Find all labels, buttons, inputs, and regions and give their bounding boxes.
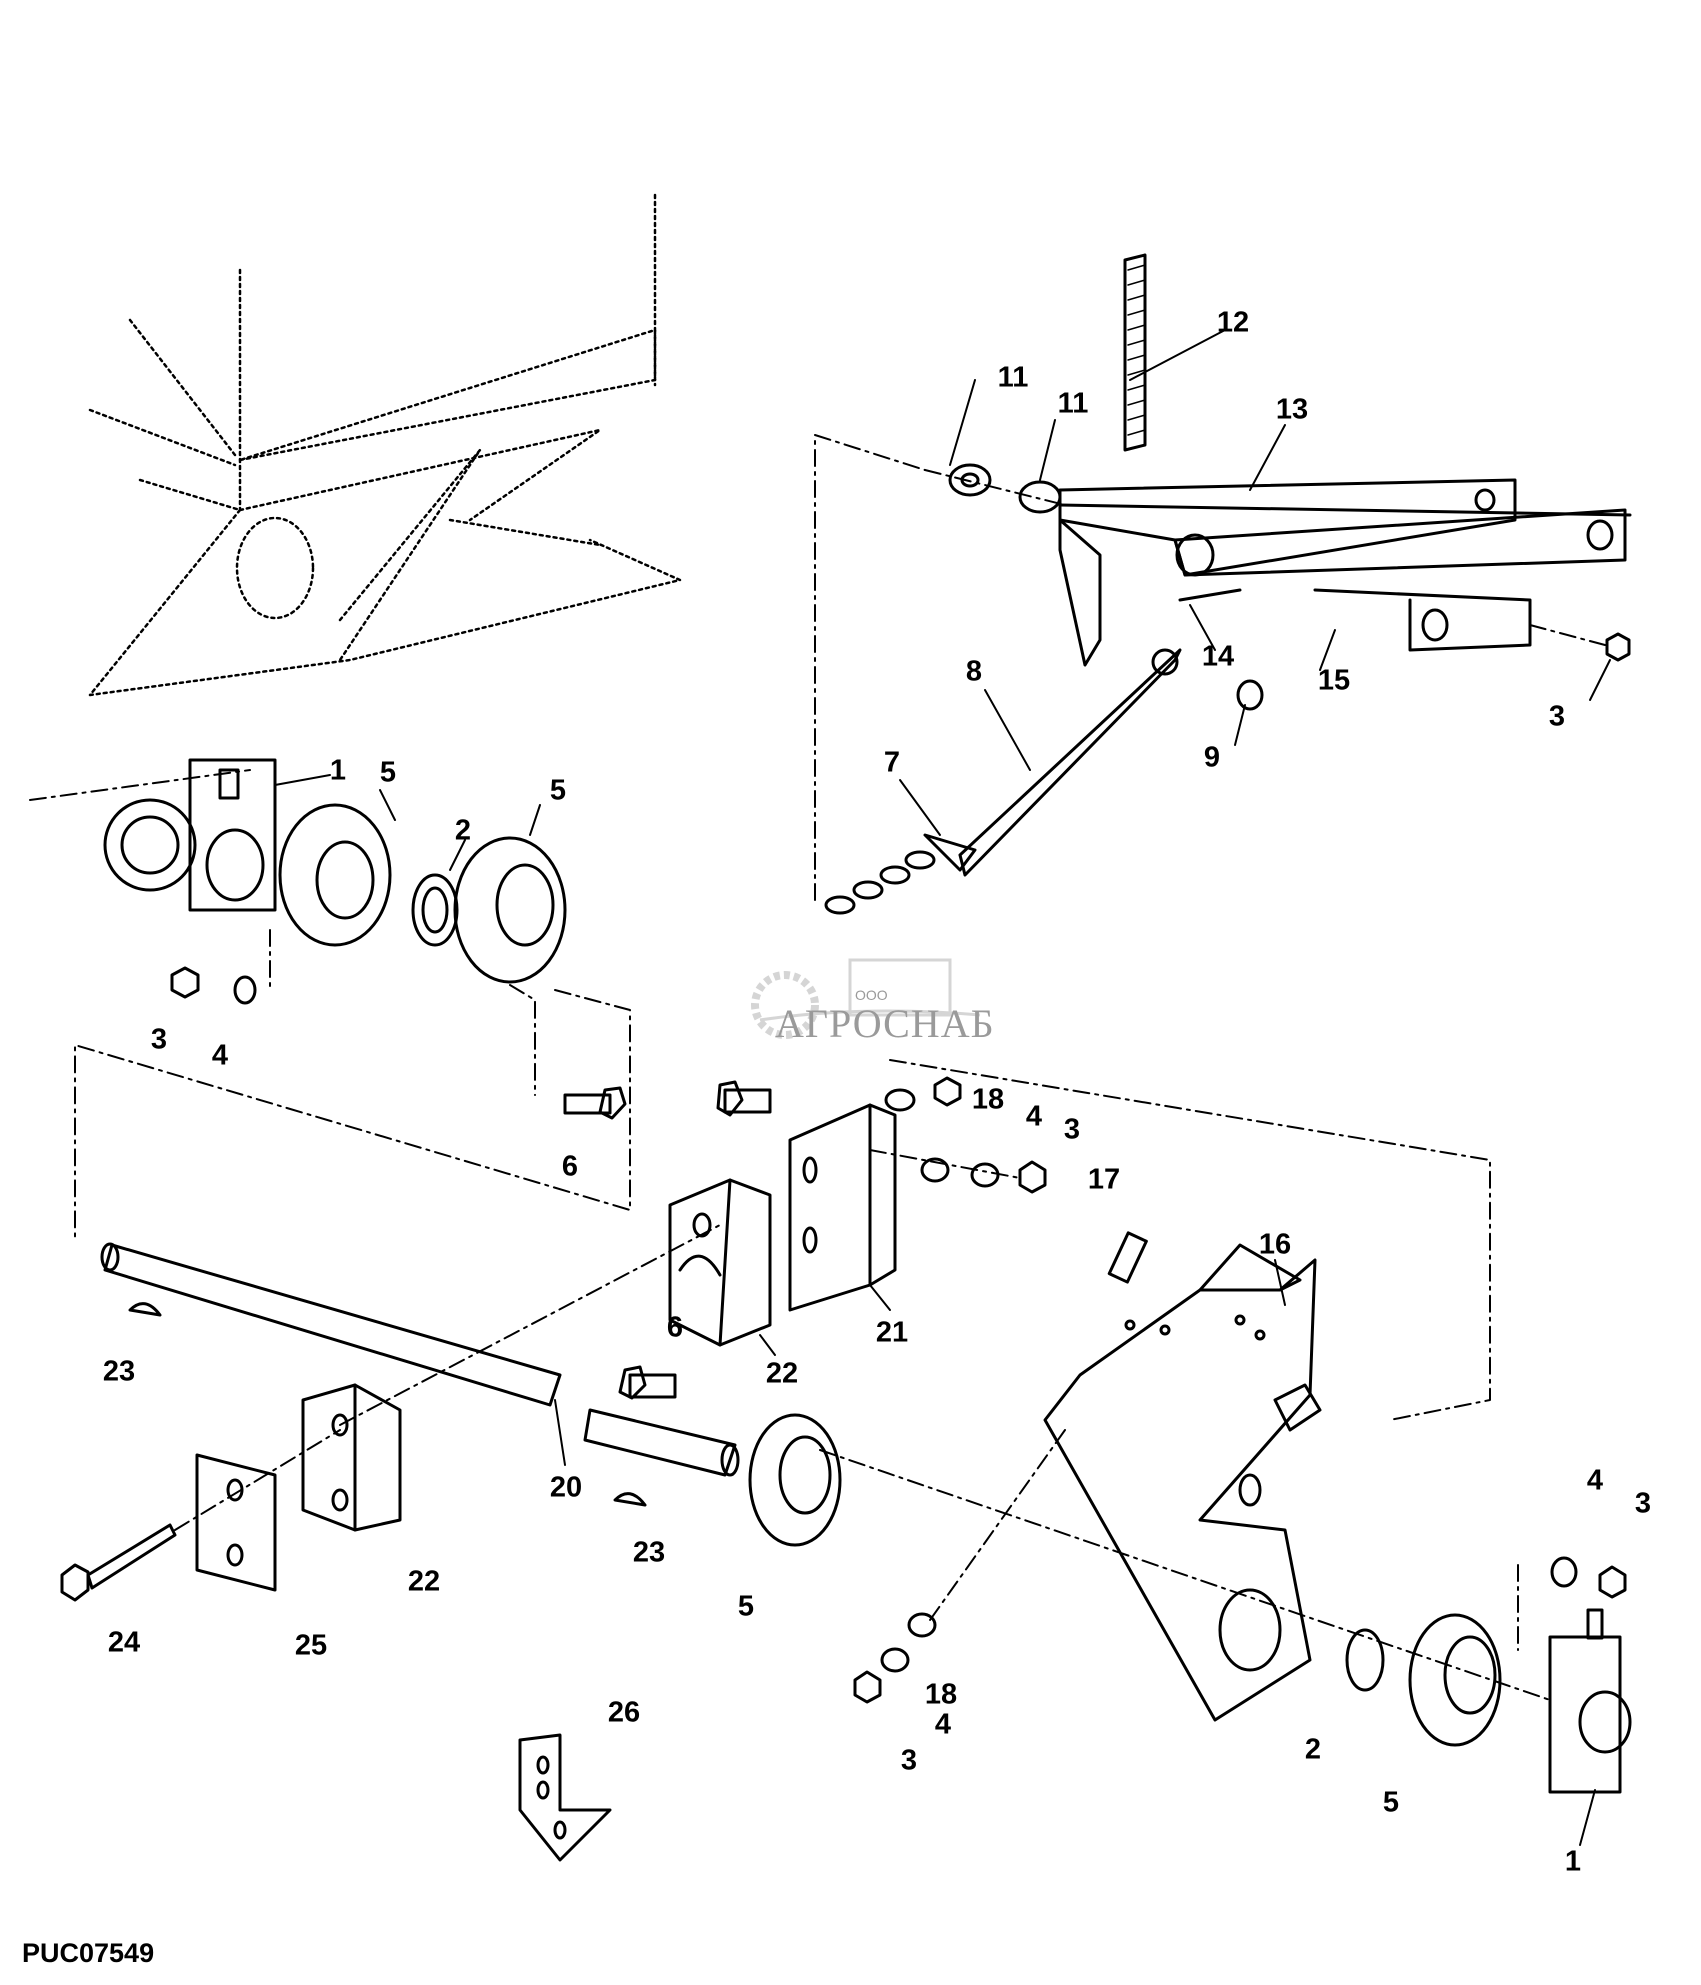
callout-4: 4 (1025, 1100, 1043, 1133)
washer-18a (920, 1157, 950, 1183)
callout-3: 3 (150, 1023, 168, 1056)
bolt-top (723, 1088, 772, 1114)
flange-5b (453, 836, 567, 984)
washer-4c (1550, 1556, 1578, 1588)
nut-3c (1018, 1160, 1047, 1194)
bolt-6a (563, 1093, 612, 1115)
callout-13: 13 (1275, 393, 1309, 426)
callout-4: 4 (934, 1708, 952, 1741)
lever-down (1058, 518, 1102, 667)
cap-screw-shaft (86, 1523, 177, 1590)
watermark-logo (740, 945, 1000, 1065)
callout-12: 12 (1216, 306, 1250, 339)
callout-6: 6 (561, 1150, 579, 1183)
key-23a (128, 1302, 162, 1317)
block-22b (301, 1383, 402, 1532)
chain-hook (923, 833, 977, 872)
callout-4: 4 (211, 1039, 229, 1072)
nut-3a (170, 966, 200, 999)
callout-15: 15 (1317, 664, 1351, 697)
callout-2: 2 (1304, 1733, 1322, 1766)
watermark-prefix: ООО (855, 987, 888, 1003)
spring (1123, 253, 1147, 452)
flange-5d (1408, 1613, 1502, 1747)
callout-5: 5 (549, 774, 567, 807)
figure-code: PUC07549 (22, 1938, 155, 1968)
callout-3: 3 (900, 1744, 918, 1777)
washer-9 (1236, 679, 1264, 711)
callout-16: 16 (1258, 1228, 1292, 1261)
callout-2: 2 (454, 814, 472, 847)
callout-18: 18 (971, 1083, 1005, 1116)
bolt-6b (628, 1373, 677, 1399)
flange-5a (278, 803, 392, 947)
callout-8: 8 (965, 655, 983, 688)
callout-20: 20 (549, 1471, 583, 1504)
plate-25 (195, 1453, 277, 1592)
callout-24: 24 (107, 1626, 141, 1659)
callout-5: 5 (1382, 1786, 1400, 1819)
washer-4a (233, 975, 257, 1005)
upper-left-assembly (29, 758, 631, 1241)
callout-11: 11 (1057, 387, 1089, 420)
callout-5: 5 (379, 756, 397, 789)
callout-1: 1 (1564, 1845, 1582, 1878)
callout-25: 25 (294, 1629, 328, 1662)
bearing-2a (411, 873, 459, 947)
washer-18b (907, 1612, 937, 1638)
callout-21: 21 (875, 1316, 909, 1349)
callout-26: 26 (607, 1696, 641, 1729)
link-8 (958, 648, 1182, 877)
nut-3b (1605, 632, 1631, 662)
leader-lines (274, 329, 1611, 1846)
callout-18: 18 (924, 1678, 958, 1711)
callout-23: 23 (632, 1536, 666, 1569)
nut-3d (1598, 1565, 1627, 1599)
callout-3: 3 (1063, 1113, 1081, 1146)
collar-box-b (1548, 1635, 1622, 1794)
callout-6: 6 (666, 1311, 684, 1344)
key-23b (613, 1492, 647, 1507)
nut-top (933, 1076, 962, 1107)
callout-3: 3 (1548, 700, 1566, 733)
sprocket (103, 798, 197, 892)
lower-right-assembly (819, 1243, 1632, 1794)
upper-right-assembly (814, 253, 1632, 915)
bracket-26 (518, 1733, 612, 1862)
washer-4d (880, 1647, 910, 1673)
callout-14: 14 (1201, 640, 1235, 673)
shaft-20 (103, 1243, 562, 1407)
washer-11b (1018, 480, 1062, 514)
callout-11: 11 (997, 361, 1029, 394)
callout-17: 17 (1087, 1163, 1121, 1196)
callout-22: 22 (407, 1565, 441, 1598)
washer-11a (948, 463, 992, 497)
lever-13 (1058, 478, 1517, 577)
bearing-2b (1345, 1628, 1385, 1692)
callout-7: 7 (883, 746, 901, 779)
flange-5c (748, 1413, 842, 1547)
callout-9: 9 (1203, 741, 1221, 774)
lower-left-assembly (60, 1224, 842, 1862)
collar-box (188, 758, 277, 912)
callout-4: 4 (1586, 1464, 1604, 1497)
callout-3: 3 (1634, 1487, 1652, 1520)
washer-4b (970, 1162, 1000, 1188)
cap-screw-head (60, 1563, 90, 1602)
callout-22: 22 (765, 1357, 799, 1390)
bolt-17 (1107, 1231, 1148, 1284)
callout-5: 5 (737, 1590, 755, 1623)
bracket-21 (788, 1103, 872, 1312)
callout-23: 23 (102, 1355, 136, 1388)
square-hole (1273, 1383, 1322, 1432)
watermark-text: АГРОСНАБ (775, 1001, 995, 1046)
nut-3e (853, 1670, 882, 1704)
washer-top (884, 1088, 916, 1112)
callout-1: 1 (329, 754, 347, 787)
machine-frame-outline (88, 193, 682, 697)
